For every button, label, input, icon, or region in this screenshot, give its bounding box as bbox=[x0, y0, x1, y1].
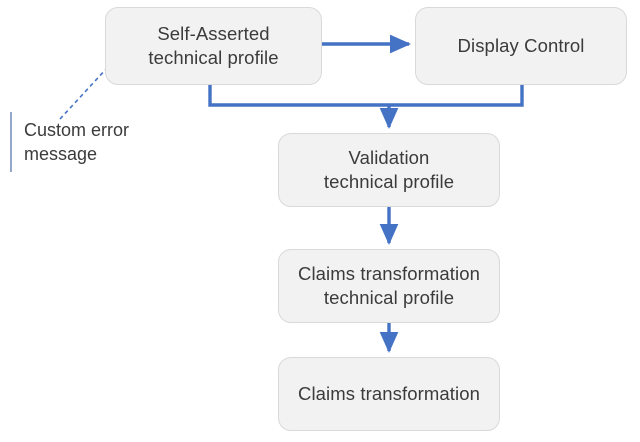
callout-label: Custom error message bbox=[24, 119, 130, 164]
node-label: Claims transformation bbox=[297, 382, 480, 404]
node-label: Validation technical profile bbox=[323, 146, 455, 192]
node-claims-transformation[interactable]: Claims transformation bbox=[278, 357, 500, 431]
node-claims-transformation-technical-profile[interactable]: Claims transformation technical profile bbox=[278, 249, 500, 323]
node-display-control[interactable]: Display Control bbox=[415, 7, 627, 85]
node-label: Display Control bbox=[457, 34, 585, 56]
node-label: Claims transformation technical profile bbox=[297, 262, 480, 308]
node-validation-technical-profile[interactable]: Validation technical profile bbox=[278, 133, 500, 207]
connector-merge-to-validation bbox=[208, 85, 524, 130]
callout-custom-error-message: Custom error message bbox=[10, 112, 160, 172]
node-self-asserted-technical-profile[interactable]: Self-Asserted technical profile bbox=[105, 7, 322, 85]
node-label: Self-Asserted technical profile bbox=[148, 22, 279, 68]
